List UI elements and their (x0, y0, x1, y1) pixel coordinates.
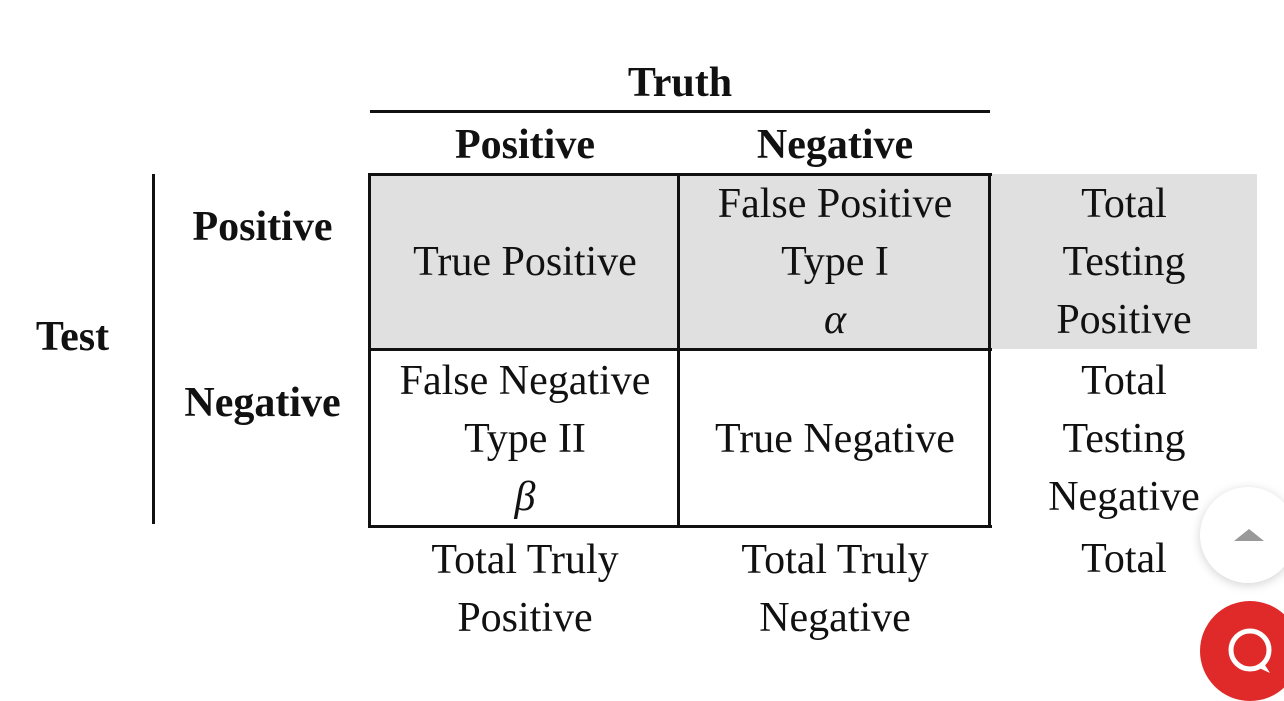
true-negative-label: True Negative (715, 415, 955, 462)
grid-line-right (988, 173, 991, 528)
cell-false-negative: False Negative Type II β (370, 350, 680, 527)
true-positive-label: True Positive (413, 239, 637, 285)
chat-bubble-icon (1228, 628, 1272, 673)
row-total-negative-line-2: Testing (1062, 415, 1186, 462)
false-positive-label: False Positive (717, 181, 953, 227)
column-total-positive-line-2: Positive (457, 595, 593, 641)
grand-total-label: Total (1081, 536, 1167, 582)
grid-line-middle (368, 348, 992, 351)
positive-row-shading (370, 174, 1257, 349)
grid-line-bottom (368, 525, 992, 528)
cell-true-positive: True Positive (370, 174, 680, 350)
row-total-positive-line-1: Total (1081, 181, 1167, 227)
beta-symbol: β (514, 473, 536, 520)
row-total-negative: Total Testing Negative (995, 350, 1253, 527)
row-total-negative-line-1: Total (1081, 357, 1167, 404)
column-total-negative-line-1: Total Truly (741, 537, 929, 583)
column-total-negative-line-2: Negative (759, 595, 911, 641)
truth-underline (370, 110, 990, 113)
column-total-negative: Total Truly Negative (680, 530, 990, 648)
chat-button[interactable] (1200, 601, 1284, 701)
grid-line-left (368, 173, 371, 528)
scroll-to-top-button[interactable] (1200, 487, 1284, 583)
type-one-label: Type I (781, 239, 889, 285)
grid-line-center (677, 173, 680, 528)
grid-line-top (368, 173, 992, 176)
cell-true-negative: True Negative (680, 350, 990, 527)
column-total-positive-line-1: Total Truly (431, 537, 619, 583)
test-vertical-rule (152, 174, 155, 524)
grand-total: Total (995, 530, 1253, 588)
row-header-negative: Negative (184, 380, 341, 426)
cell-false-positive: False Positive Type I α (680, 174, 990, 350)
type-two-label: Type II (464, 415, 586, 462)
column-header-positive: Positive (455, 122, 595, 168)
false-negative-label: False Negative (399, 357, 651, 404)
chevron-up-icon (1234, 529, 1264, 541)
row-total-positive: Total Testing Positive (995, 174, 1253, 350)
row-total-negative-line-3: Negative (1048, 473, 1200, 520)
test-header: Test (35, 314, 110, 360)
column-header-negative: Negative (756, 122, 914, 168)
alpha-symbol: α (823, 297, 847, 343)
row-total-positive-line-3: Positive (1056, 297, 1192, 343)
truth-header: Truth (627, 60, 733, 106)
row-total-positive-line-2: Testing (1062, 239, 1186, 285)
row-header-positive: Positive (192, 204, 333, 250)
column-total-positive: Total Truly Positive (370, 530, 680, 648)
